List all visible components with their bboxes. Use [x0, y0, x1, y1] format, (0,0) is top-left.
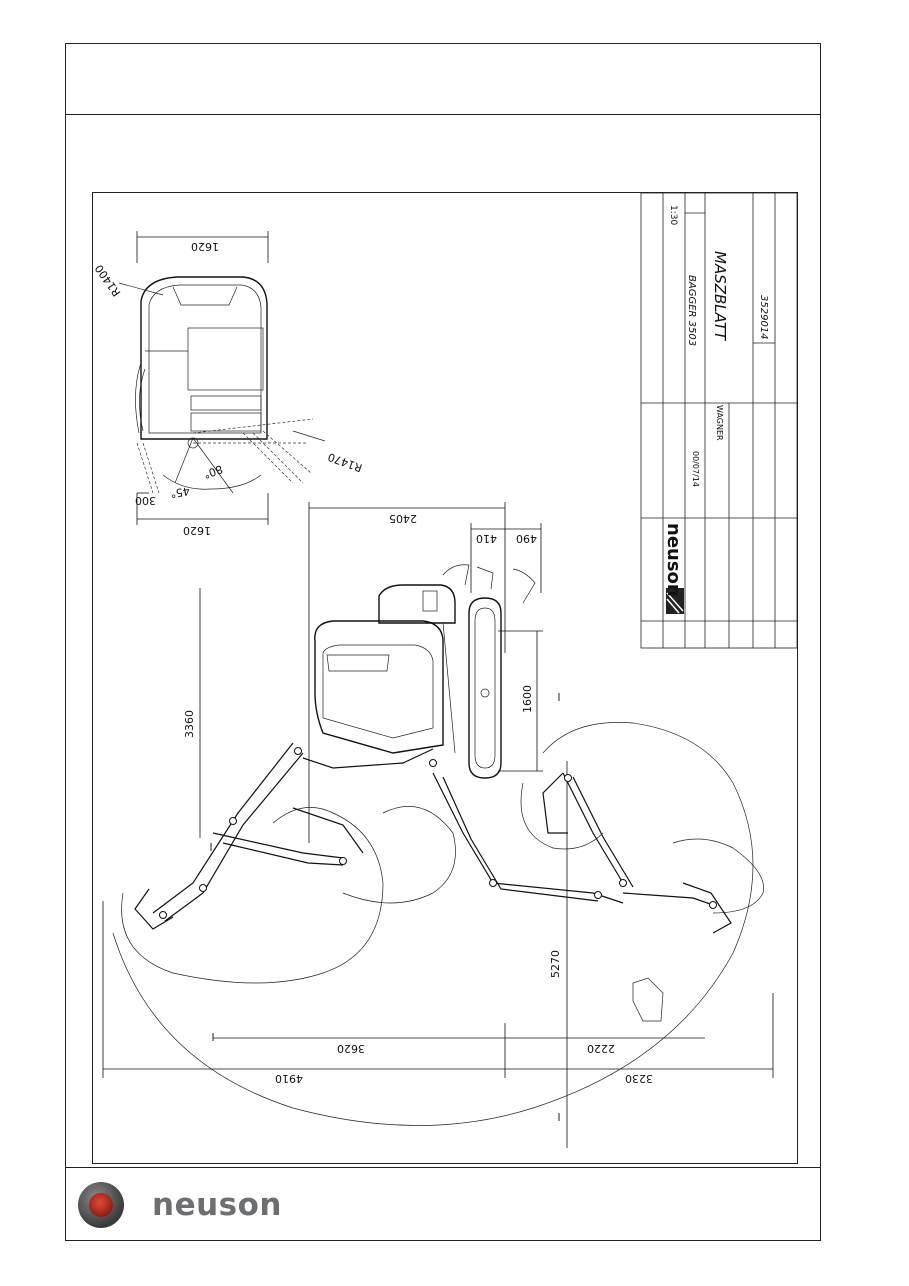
- title-block: 1:30 BAGGER 3503 MASZBLATT 3529014 WAGNE…: [640, 192, 798, 649]
- dim-2405: 2405: [389, 512, 417, 525]
- plan-angle-45: 45°: [169, 484, 190, 500]
- neuson-logo-icon: [78, 1182, 124, 1228]
- dim-3360: 3360: [183, 710, 196, 738]
- tb-model: BAGGER 3503: [686, 275, 697, 346]
- side-view: 2405 410 490 1600 3360 5270: [102, 502, 774, 1148]
- plan-radius-front: R1400: [93, 262, 123, 299]
- dim-3620: 3620: [337, 1042, 365, 1055]
- brand-name: neuson: [152, 1187, 282, 1223]
- tb-brand-logo: neuson: [663, 523, 684, 614]
- tb-drawing-number: 3529014: [758, 295, 769, 340]
- tb-drawn-by: WAGNER: [715, 405, 724, 441]
- dim-3230: 3230: [625, 1072, 653, 1085]
- tb-sheet-title: MASZBLATT: [711, 251, 729, 342]
- dim-4910: 4910: [275, 1072, 303, 1085]
- dim-1600: 1600: [521, 685, 534, 713]
- tb-brand: neuson: [663, 523, 684, 597]
- page-frame: 1:30 BAGGER 3503 MASZBLATT 3529014 WAGNE…: [65, 43, 821, 1241]
- dim-2220: 2220: [587, 1042, 615, 1055]
- brand-logo: neuson: [78, 1182, 282, 1228]
- footer-band: neuson: [66, 1167, 820, 1242]
- tb-date: 00/07/14: [691, 451, 700, 487]
- plan-view: 1620: [92, 231, 364, 537]
- tb-scale: 1:30: [668, 205, 678, 225]
- header-band: [66, 44, 820, 115]
- plan-radius-rear: R1470: [326, 450, 364, 474]
- technical-drawing: 1:30 BAGGER 3503 MASZBLATT 3529014 WAGNE…: [92, 192, 798, 1164]
- plan-width-top: 1620: [191, 240, 219, 253]
- plan-width-bottom: 1620: [183, 524, 211, 537]
- dim-410: 410: [476, 532, 497, 545]
- dim-5270: 5270: [549, 950, 562, 978]
- plan-angle-80: 80°: [202, 462, 225, 481]
- dim-490: 490: [516, 532, 537, 545]
- drawing-canvas: 1:30 BAGGER 3503 MASZBLATT 3529014 WAGNE…: [92, 192, 798, 1148]
- plan-offset: 300: [135, 494, 156, 507]
